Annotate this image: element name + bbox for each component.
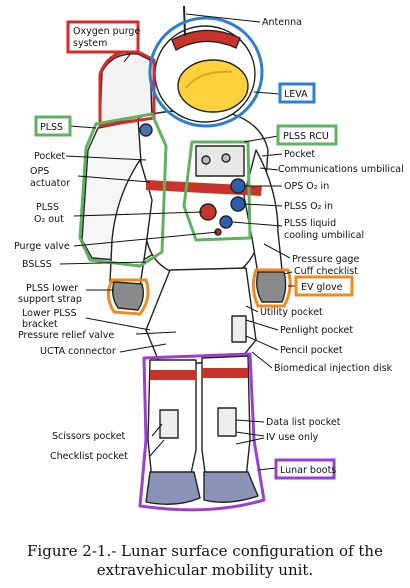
pressure-relief-valve-label: Pressure relief valve — [18, 330, 114, 341]
checklist-pocket-label: Checklist pocket — [50, 451, 128, 462]
oxygen-purge-shape — [100, 54, 152, 124]
penlight-pocket-label: Penlight pocket — [280, 325, 353, 336]
ops-o2-in-label: OPS O₂ in — [284, 181, 329, 192]
plss-rcu-label: PLSS RCU — [283, 131, 329, 142]
plss-o2-out-connector — [200, 204, 216, 220]
lunar-boots-label: Lunar boots — [280, 465, 336, 476]
ops-actuator-label-2: actuator — [30, 178, 70, 189]
plss-lower-strap-label-1: PLSS lower — [26, 283, 78, 294]
left-boot-shape — [146, 472, 200, 504]
biomedical-injection-disk-label: Biomedical injection disk — [274, 363, 393, 374]
oxygen-purge-label-1: Oxygen purge — [73, 26, 140, 37]
thigh-pocket — [232, 316, 246, 342]
purge-valve-label: Purge valve — [14, 241, 70, 252]
right-leg-stripe — [202, 368, 248, 378]
rcu-knob-2 — [222, 154, 230, 162]
communications-umbilical-label: Communications umbilical — [278, 164, 404, 175]
pocket-right-label: Pocket — [284, 149, 315, 160]
figure-caption-line-1: Figure 2-1.- Lunar surface configuration… — [0, 542, 410, 560]
cuff-checklist-label: Cuff checklist — [294, 266, 358, 277]
antenna-label: Antenna — [262, 17, 302, 28]
figure-caption-line-2: extravehicular mobility unit. — [0, 561, 410, 579]
scissors-pocket-label: Scissors pocket — [52, 431, 126, 442]
leva-label: LEVA — [284, 89, 308, 100]
plss-o2-out-label-2: O₂ out — [34, 214, 64, 225]
ops-o2-connector — [231, 179, 245, 193]
ops-actuator-label-1: OPS — [30, 166, 49, 177]
plss-o2-in-label: PLSS O₂ in — [284, 201, 333, 212]
utility-pocket-label: Utility pocket — [260, 307, 323, 318]
pressure-gage-label: Pressure gage — [292, 254, 359, 265]
ucta-connector-label: UCTA connector — [40, 346, 116, 357]
lower-plss-bracket-label-2: bracket — [22, 319, 58, 330]
iv-use-only-label: IV use only — [266, 432, 319, 443]
lcg-connector — [220, 216, 232, 228]
shoulder-patch — [140, 124, 152, 136]
rcu-knob-1 — [202, 156, 210, 164]
plss-liquid-label-1: PLSS liquid — [284, 218, 336, 229]
plss-label: PLSS — [40, 122, 63, 133]
right-glove-shape — [257, 272, 286, 302]
oxygen-purge-label-2: system — [73, 38, 107, 49]
plss-o2-connector — [231, 197, 245, 211]
left-leg-stripe — [150, 370, 196, 380]
ev-glove-label: EV glove — [301, 282, 343, 293]
left-calf-pocket — [160, 410, 178, 438]
left-glove-shape — [113, 282, 144, 310]
spacesuit-illustration — [82, 6, 286, 504]
data-list-pocket-label: Data list pocket — [266, 417, 341, 428]
plss-lower-strap-label-2: support strap — [18, 294, 82, 305]
bslss-label: BSLSS — [22, 259, 52, 270]
lower-plss-bracket-label-1: Lower PLSS — [22, 308, 77, 319]
right-boot-shape — [204, 472, 258, 502]
pocket-left-label: Pocket — [34, 151, 65, 162]
plss-liquid-label-2: cooling umbilical — [284, 230, 364, 241]
plss-o2-out-label-1: PLSS — [36, 202, 59, 213]
pencil-pocket-label: Pencil pocket — [280, 345, 343, 356]
right-calf-pocket — [218, 408, 236, 436]
emu-diagram: Oxygen purge system LEVA PLSS PLSS RCU E… — [0, 0, 410, 540]
